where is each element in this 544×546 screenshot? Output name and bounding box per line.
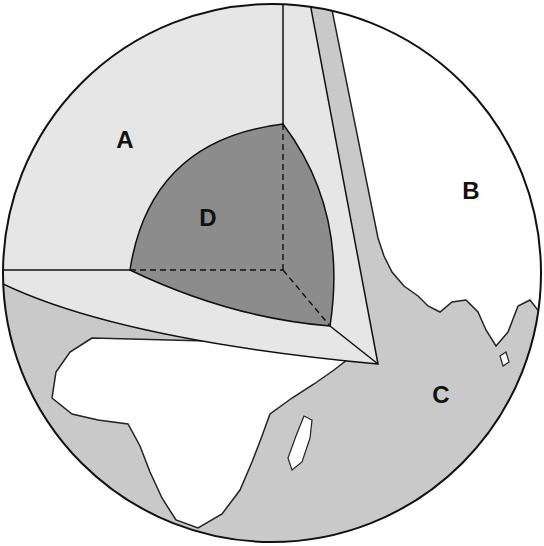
continent-label: B: [462, 179, 479, 203]
globe-outline: [3, 4, 541, 542]
sri-lanka: [500, 352, 509, 366]
core: [130, 124, 334, 326]
mantle-cutaway: [3, 0, 378, 364]
hidden-axes: [130, 124, 330, 326]
madagascar: [288, 416, 312, 470]
cut-edge: [3, 269, 130, 271]
core-label: D: [199, 206, 216, 230]
africa-landmass: [52, 338, 360, 528]
cut-edge: [330, 326, 378, 364]
cut-edge: [282, 4, 284, 124]
mantle-label: A: [116, 128, 133, 152]
ocean-label: C: [432, 383, 449, 407]
